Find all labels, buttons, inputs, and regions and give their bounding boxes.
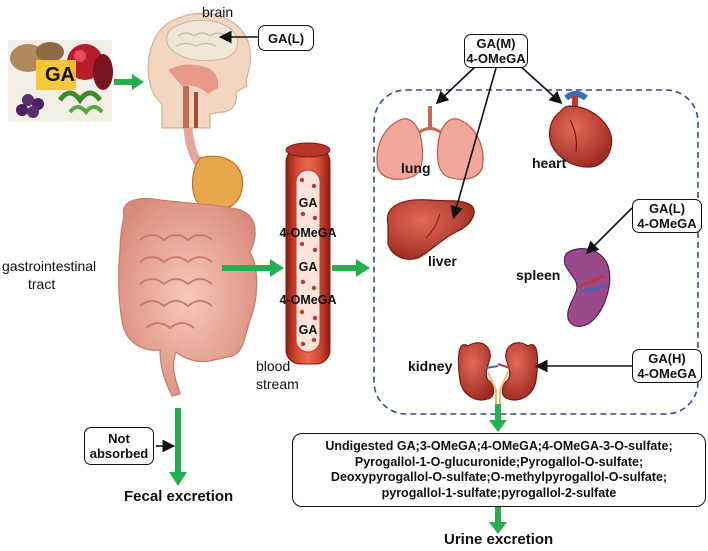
metabolites-line-2: Pyrogallol-1-O-glucuronide;Pyrogallol-O-… — [354, 454, 644, 469]
vessel-label-5: GA — [298, 323, 318, 337]
head-image — [147, 12, 251, 129]
urine-excretion-label: Urine excretion — [444, 531, 554, 548]
lung-heart-box-line1: GA(M) — [476, 36, 516, 51]
spleen-image — [563, 248, 611, 327]
box-to-liver-arrow — [450, 67, 497, 220]
kidney-image — [457, 342, 539, 404]
not-absorbed-line2: absorbed — [89, 446, 149, 461]
liver-label: liver — [428, 253, 457, 269]
blood-vessel-image — [285, 142, 331, 365]
intestine-image — [118, 155, 258, 397]
kidney-box-line1: GA(H) — [648, 351, 686, 366]
box-to-spleen-arrow — [585, 207, 633, 255]
lung-label: lung — [401, 160, 431, 176]
lung-heart-box-line2: 4-OMeGA — [466, 51, 526, 66]
brain-label: brain — [202, 4, 234, 20]
vessel-label-2: 4-OMeGA — [279, 226, 337, 240]
blood-stream-label-line2: stream — [256, 376, 299, 392]
kidney-box-line2: 4-OMeGA — [637, 366, 697, 381]
kidney-ga-box: GA(H) 4-OMeGA — [632, 349, 702, 383]
food-collage-image — [8, 40, 113, 122]
ga-food-label: GA — [45, 64, 75, 86]
kidney-label: kidney — [408, 358, 453, 374]
not-absorbed-line1: Not — [108, 431, 130, 446]
brain-ga-box-text: GA(L) — [267, 30, 305, 46]
heart-label: heart — [532, 155, 567, 171]
blood-stream-label-line1: blood — [256, 358, 291, 374]
organ-region-dashed-box — [373, 89, 699, 415]
lung-heart-ga-box: GA(M) 4-OMeGA — [464, 34, 528, 68]
metabolites-line-1: Undigested GA;3-OMeGA;4-OMeGA;4-OMeGA-3-… — [325, 439, 673, 453]
fecal-excretion-label: Fecal excretion — [124, 488, 234, 505]
vessel-label-1: GA — [298, 196, 318, 210]
vessel-label-3: GA — [298, 260, 318, 274]
spleen-box-line2: 4-OMeGA — [637, 216, 697, 231]
heart-image — [549, 91, 613, 168]
brain-ga-box: GA(L) — [258, 25, 314, 51]
lung-image — [376, 106, 484, 180]
box-to-heart-arrow — [517, 63, 563, 105]
spleen-ga-box: GA(L) 4-OMeGA — [632, 199, 702, 233]
box-to-lung-arrow — [435, 63, 479, 105]
metabolites-line-3: Deoxypyrogallol-O-sulfate;O-methylpyroga… — [330, 470, 668, 484]
spleen-box-line1: GA(L) — [648, 201, 686, 216]
spleen-label: spleen — [516, 267, 561, 283]
liver-image — [386, 199, 475, 260]
metabolites-line-4: pyrogallol-1-sulfate;pyrogallol-2-sulfat… — [381, 485, 617, 500]
gi-tract-label-line2: tract — [28, 276, 56, 292]
metabolites-box: Undigested GA;3-OMeGA;4-OMeGA;4-OMeGA-3-… — [292, 433, 706, 507]
gi-tract-label-line1: gastrointestinal — [2, 258, 97, 274]
vessel-label-4: 4-OMeGA — [279, 293, 337, 307]
not-absorbed-box: Not absorbed — [84, 427, 154, 465]
